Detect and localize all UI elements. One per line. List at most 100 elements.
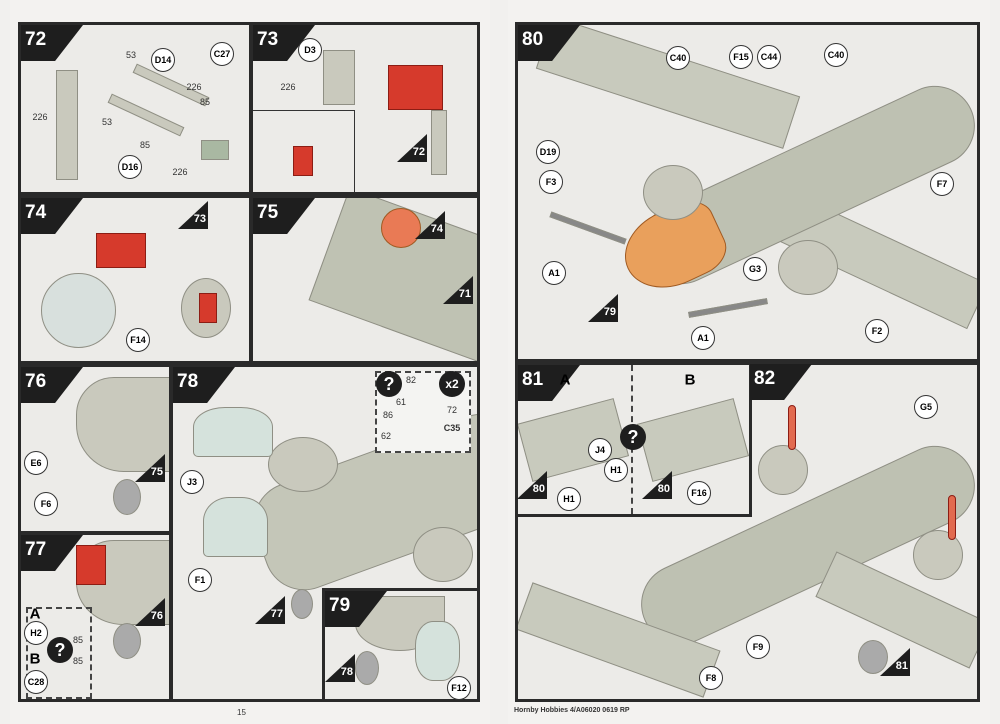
part-label: E6 [24, 451, 48, 475]
part-label: C40 [824, 43, 848, 67]
part-label: 85 [72, 635, 84, 645]
part-label: 82 [405, 375, 417, 385]
step-number: 77 [21, 535, 83, 571]
painted-interior [76, 545, 106, 585]
gun-assembly [388, 65, 443, 110]
part-label: G3 [743, 257, 767, 281]
option-a-label: A [29, 605, 41, 623]
part-label: D19 [536, 140, 560, 164]
part-label: C44 [757, 45, 781, 69]
question-icon: ? [47, 637, 73, 663]
engine-nacelle [413, 527, 473, 582]
wheel [858, 640, 888, 674]
part-label: 85 [72, 656, 84, 666]
nose-section [76, 377, 169, 472]
part-label: H2 [24, 621, 48, 645]
part-label: 61 [395, 397, 407, 407]
part-label: A1 [542, 261, 566, 285]
options-box [26, 607, 92, 699]
part-label: F8 [699, 666, 723, 690]
step-73-panel: 73 [250, 22, 480, 195]
propeller [688, 298, 768, 318]
step-number: 81 [518, 365, 580, 401]
propeller [549, 211, 627, 245]
part-label: 53 [125, 50, 137, 60]
turret-gun [199, 293, 217, 323]
part-label: C28 [24, 670, 48, 694]
part-label: C35 [443, 423, 461, 433]
part-label: J3 [180, 470, 204, 494]
footer-text: Hornby Hobbies 4/A06020 0619 RP [514, 707, 630, 714]
part-label: 85 [139, 140, 151, 150]
part-label: H1 [604, 458, 628, 482]
part-label: 226 [186, 82, 202, 92]
mount-part [323, 50, 355, 105]
part-label: C27 [210, 42, 234, 66]
step-number: 74 [21, 198, 83, 234]
part-label: A1 [691, 326, 715, 350]
canopy-part [193, 407, 273, 457]
part-label: D16 [118, 155, 142, 179]
part-label: G5 [914, 395, 938, 419]
step-number: 78 [173, 367, 235, 403]
wheel [113, 479, 141, 515]
canopy-part [203, 497, 268, 557]
part-label: F1 [188, 568, 212, 592]
wheel [113, 623, 141, 659]
part-label: 226 [32, 112, 48, 122]
detail-inset [253, 110, 355, 192]
detail-red-part [293, 146, 313, 176]
wing-section-b [636, 398, 749, 482]
step-number: 75 [253, 198, 315, 234]
wheel [291, 589, 313, 619]
gun-mount-part [56, 70, 78, 180]
part-label: 85 [199, 97, 211, 107]
step-number: 72 [21, 25, 83, 61]
engine-nacelle [643, 165, 703, 220]
engine-nacelle [778, 240, 838, 295]
part-label: F3 [539, 170, 563, 194]
engine-nacelle [268, 437, 338, 492]
multiplier-badge: x2 [439, 371, 465, 397]
question-icon: ? [376, 371, 402, 397]
step-80-panel: 80 [515, 22, 980, 362]
part-label: J4 [588, 438, 612, 462]
step-number: 76 [21, 367, 83, 403]
part-label: C40 [666, 46, 690, 70]
turret-dome [41, 273, 116, 348]
turret-dome [381, 208, 421, 248]
part-label: F9 [746, 635, 770, 659]
part-label: F16 [687, 481, 711, 505]
gun-assembly [96, 233, 146, 268]
part-label: 53 [101, 117, 113, 127]
part-label: 86 [382, 410, 394, 420]
part-label: 62 [380, 431, 392, 441]
step-75-panel: 75 [250, 195, 480, 364]
part-label: 226 [172, 167, 188, 177]
option-b-label: B [29, 650, 41, 668]
part-label: D3 [298, 38, 322, 62]
part-label: 226 [280, 82, 296, 92]
part-label: 72 [446, 405, 458, 415]
propeller-blade [948, 495, 956, 540]
gun-barrel-part [107, 93, 185, 137]
wheel [355, 651, 379, 685]
page-number: 15 [237, 708, 246, 717]
part-label: D14 [151, 48, 175, 72]
gun-part [201, 140, 229, 160]
part-label: F7 [930, 172, 954, 196]
part-label: F14 [126, 328, 150, 352]
engine-nacelle [758, 445, 808, 495]
wing [535, 25, 801, 149]
part-label: H1 [557, 487, 581, 511]
propeller-blade [788, 405, 796, 450]
option-b-label: B [684, 371, 696, 389]
nose-glazing [415, 621, 460, 681]
part-label: F6 [34, 492, 58, 516]
part-label: F15 [729, 45, 753, 69]
question-icon: ? [620, 424, 646, 450]
option-a-label: A [559, 371, 571, 389]
pedestal [431, 110, 447, 175]
part-label: F12 [447, 676, 471, 700]
part-label: F2 [865, 319, 889, 343]
